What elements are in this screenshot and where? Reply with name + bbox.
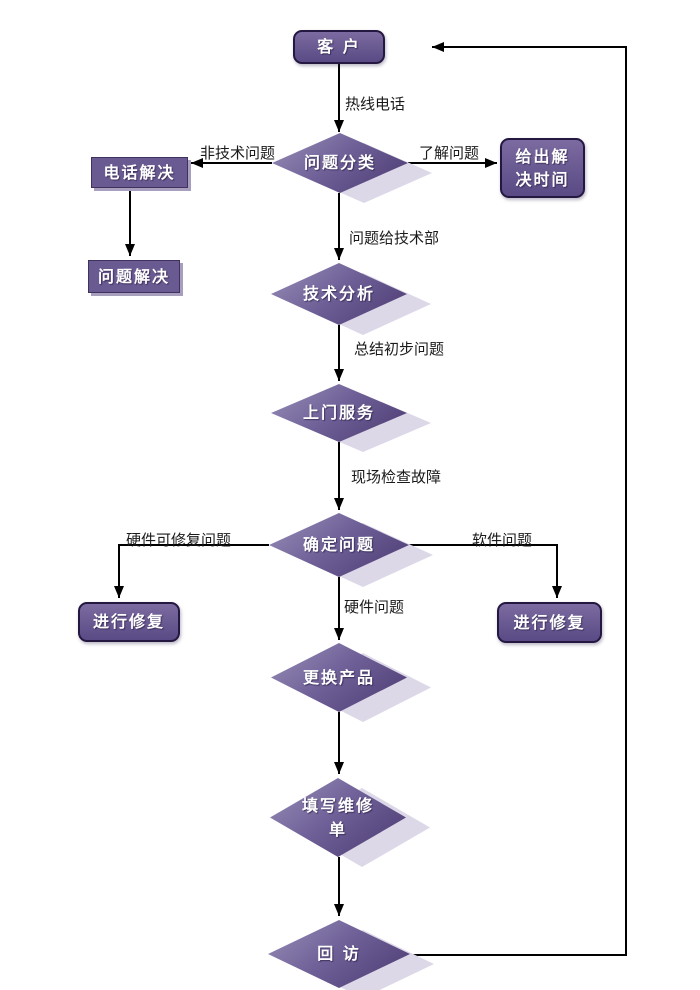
node-determine-problem-label: 确定问题 bbox=[302, 535, 375, 555]
node-problem-solved: 问题解决 bbox=[88, 260, 180, 293]
node-tech-analysis-label: 技术分析 bbox=[302, 284, 375, 304]
node-follow-up-label: 回 访 bbox=[317, 944, 361, 964]
node-customer: 客 户 bbox=[293, 30, 385, 64]
node-replace-product: 更换产品 bbox=[271, 643, 431, 722]
edge-label-problem-to-tech: 问题给技术部 bbox=[349, 229, 440, 247]
node-follow-up: 回 访 bbox=[268, 920, 434, 990]
edge-label-non-technical: 非技术问题 bbox=[200, 144, 276, 162]
node-tech-analysis: 技术分析 bbox=[271, 263, 431, 335]
node-onsite-service: 上门服务 bbox=[271, 384, 431, 452]
node-give-solution-time: 给出解决时间 bbox=[500, 138, 585, 198]
edge-label-hotline-call: 热线电话 bbox=[345, 95, 406, 113]
edge-followup-to-customer bbox=[410, 42, 627, 956]
node-problem-classify: 问题分类 bbox=[272, 133, 432, 203]
node-determine-problem: 确定问题 bbox=[269, 513, 433, 587]
edge-label-understand-problem: 了解问题 bbox=[419, 144, 480, 162]
node-customer-label: 客 户 bbox=[317, 37, 361, 57]
edge-label-onsite-check-fault: 现场检查故障 bbox=[351, 468, 442, 486]
node-problem-classify-label: 问题分类 bbox=[303, 153, 376, 173]
edge-label-hardware-repairable: 硬件可修复问题 bbox=[126, 531, 232, 549]
node-repair-left-label: 进行修复 bbox=[92, 612, 165, 632]
node-phone-resolve: 电话解决 bbox=[91, 157, 188, 188]
edge-label-software-problem: 软件问题 bbox=[472, 531, 533, 549]
node-repair-right: 进行修复 bbox=[497, 602, 602, 643]
node-repair-right-label: 进行修复 bbox=[513, 612, 586, 632]
node-problem-solved-label: 问题解决 bbox=[97, 266, 170, 286]
node-fill-repair-form-label: 填写维修单 bbox=[301, 796, 374, 839]
edge-determine-to-repair-left bbox=[114, 544, 269, 598]
node-repair-left: 进行修复 bbox=[78, 602, 180, 642]
node-give-solution-time-label: 给出解决时间 bbox=[515, 146, 570, 189]
node-onsite-service-label: 上门服务 bbox=[302, 403, 375, 423]
node-phone-resolve-label: 电话解决 bbox=[103, 162, 176, 182]
node-replace-product-label: 更换产品 bbox=[302, 667, 375, 687]
edge-label-summarize-initial: 总结初步问题 bbox=[354, 340, 445, 358]
edge-determine-to-repair-right bbox=[409, 544, 562, 598]
edge-label-hardware-problem: 硬件问题 bbox=[344, 598, 405, 616]
node-fill-repair-form: 填写维修单 bbox=[270, 778, 430, 867]
